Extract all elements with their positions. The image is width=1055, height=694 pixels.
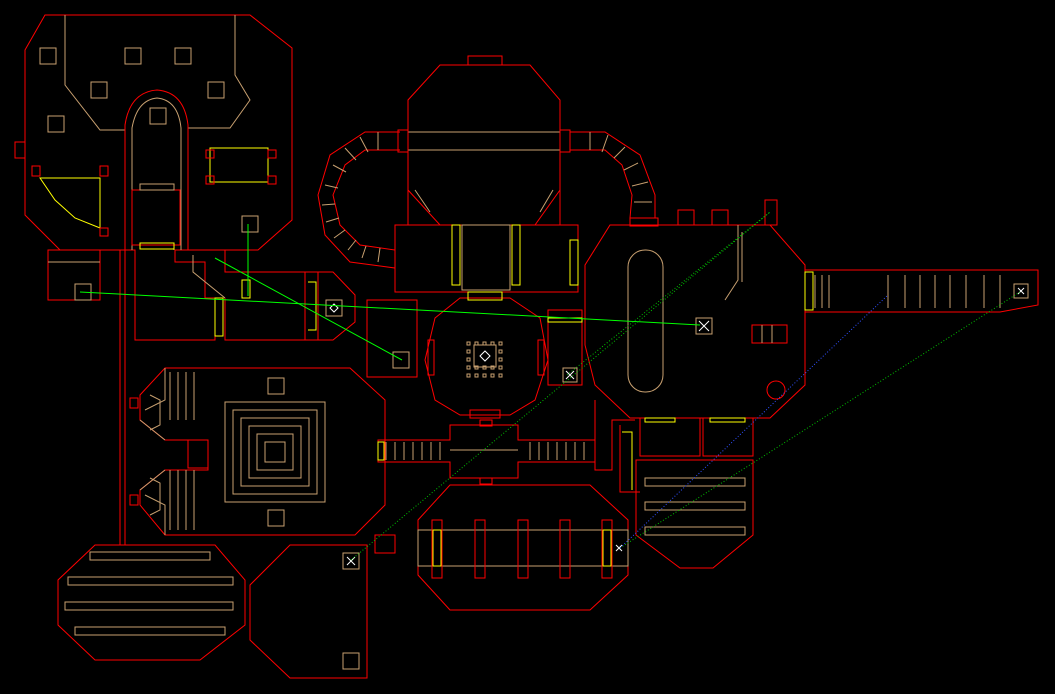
north-dome [317, 55, 659, 293]
east-hall [584, 199, 806, 493]
se-room [635, 459, 754, 569]
west-corridors [119, 249, 418, 546]
nw-hall [14, 14, 293, 341]
pyramid-room [129, 367, 386, 536]
central-round-room [424, 291, 583, 419]
sw-oval-room [57, 544, 246, 661]
south-centre-room [249, 534, 396, 679]
teleport-lines [79, 211, 1021, 561]
south-pillar-room [417, 484, 629, 611]
east-corridor [804, 269, 1039, 313]
central-bridge [377, 400, 635, 485]
